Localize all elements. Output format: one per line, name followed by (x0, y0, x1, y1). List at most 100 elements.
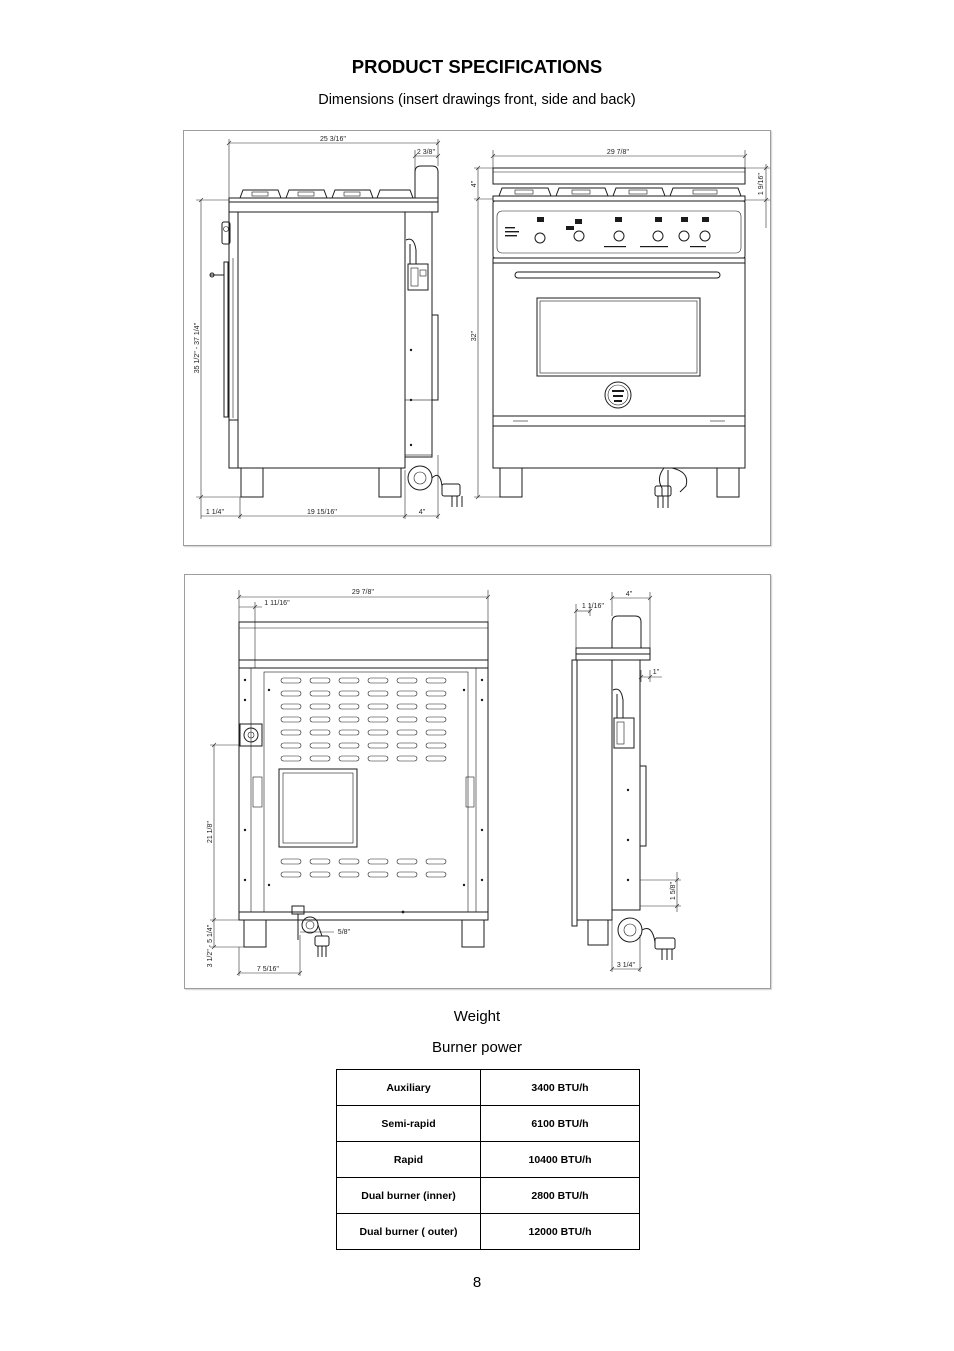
lower-body (492, 425, 746, 469)
weight-label: Weight (453, 1008, 501, 1025)
oven-foot (587, 919, 609, 946)
louvre-slot (280, 742, 302, 749)
side-view: 25 3/16'' 2 3/8'' 35 1/2'' - 37 1/4'' 1 … (194, 136, 463, 519)
oven-foot (240, 467, 264, 498)
kick-panel (492, 415, 746, 427)
dimension-label: 29 7/8'' (607, 149, 629, 156)
rear-section (611, 659, 641, 911)
cooktop-rim (492, 195, 746, 202)
louvre-slot (367, 858, 389, 865)
burner-power-table: Auxiliary 3400 BTU/h Semi-rapid 6100 BTU… (336, 1069, 640, 1250)
dimension-label: 4'' (626, 591, 633, 598)
louvre-slot (309, 729, 331, 736)
louvre-slot (280, 858, 302, 865)
control-knob (534, 232, 546, 244)
rear-side-dimension-lines (573, 592, 681, 972)
louvre-slot (396, 690, 418, 697)
oven-foot (378, 467, 402, 498)
gas-regulator (407, 263, 429, 291)
screw (626, 838, 630, 842)
oven-foot (243, 919, 267, 948)
back-view-dimension-lines (210, 590, 491, 976)
mounting-tab (252, 776, 263, 808)
louvre-grid (280, 677, 447, 878)
louvre-slot (367, 729, 389, 736)
louvre-slot (309, 871, 331, 878)
dimension-label: 7 5/16'' (257, 966, 279, 973)
cooktop-rim (575, 647, 651, 655)
burner-name: Semi-rapid (336, 1105, 481, 1142)
cooktop-rim (238, 659, 489, 669)
control-knob (678, 230, 690, 242)
burner-name: Dual burner ( outer) (336, 1213, 481, 1250)
louvre-slot (280, 677, 302, 684)
louvre-slot (367, 677, 389, 684)
dimension-label: 2 3/8'' (417, 149, 435, 156)
louvre-slot (425, 858, 447, 865)
louvre-slot (425, 677, 447, 684)
louvre-slot (396, 742, 418, 749)
dimension-label: 32'' (471, 331, 478, 341)
burner-grates (239, 189, 414, 199)
control-knob (652, 230, 664, 242)
louvre-slot (367, 871, 389, 878)
louvre-slot (425, 742, 447, 749)
control-panel-markings (505, 217, 709, 248)
oven-foot (461, 919, 485, 948)
burner-cap (297, 191, 315, 197)
back-panel (263, 671, 469, 913)
back-side-technical-drawing: 29 7/8'' 1 11/16'' 21 1/8'' 3 1/2'' - 5 … (207, 589, 681, 976)
gas-pipe (612, 688, 624, 718)
louvre-slot (367, 742, 389, 749)
control-panel (492, 200, 746, 259)
burner-cap (343, 191, 361, 197)
drawing-back-side: 29 7/8'' 1 11/16'' 21 1/8'' 3 1/2'' - 5 … (184, 574, 771, 989)
louvre-slot (280, 871, 302, 878)
control-knob (699, 230, 711, 242)
louvre-slot (280, 690, 302, 697)
backguard-profile (611, 615, 642, 648)
louvre-slot (396, 858, 418, 865)
control-knobs (534, 230, 711, 244)
page-title: PRODUCT SPECIFICATIONS (351, 56, 603, 77)
louvre-slot (396, 871, 418, 878)
louvre-slot (425, 729, 447, 736)
power-plug (654, 485, 672, 497)
louvre-slot (367, 755, 389, 762)
screw (409, 348, 413, 352)
rear-section (404, 211, 433, 458)
side-panel (576, 659, 613, 921)
rear-lower-panel (404, 399, 433, 456)
dimension-label: 4'' (419, 509, 426, 516)
burner-power: 6100 BTU/h (480, 1105, 640, 1142)
burner-cap (251, 191, 269, 197)
louvre-slot (338, 729, 360, 736)
gas-pipe-and-plug (291, 905, 330, 957)
burner-power: 3400 BTU/h (480, 1069, 640, 1106)
burner-power: 2800 BTU/h (480, 1177, 640, 1214)
louvre-slot (309, 755, 331, 762)
mounting-tab (465, 776, 475, 808)
louvre-slot (396, 716, 418, 723)
louvre-slot (338, 690, 360, 697)
gas-regulator (613, 717, 635, 749)
screws (243, 678, 484, 914)
cooktop-rim (228, 197, 439, 203)
louvre-slot (280, 716, 302, 723)
rear-vent (431, 314, 439, 401)
dimension-label: 19 15/16'' (307, 509, 337, 516)
louvre-slot (338, 871, 360, 878)
louvre-slot (367, 716, 389, 723)
access-plate (278, 768, 358, 848)
table-row: Rapid 10400 BTU/h (336, 1141, 640, 1178)
gas-pipe (658, 467, 688, 496)
screw (626, 878, 630, 882)
oven-top-trim (492, 257, 746, 264)
front-view-dimension-lines (474, 150, 770, 500)
burner-cap (571, 189, 591, 195)
page-number: 8 (472, 1274, 482, 1291)
dimension-label: 1 1/4'' (206, 509, 224, 516)
dimension-label: 3 1/2'' - 5 1/4'' (207, 925, 214, 968)
louvre-slot (396, 729, 418, 736)
louvre-slot (367, 690, 389, 697)
